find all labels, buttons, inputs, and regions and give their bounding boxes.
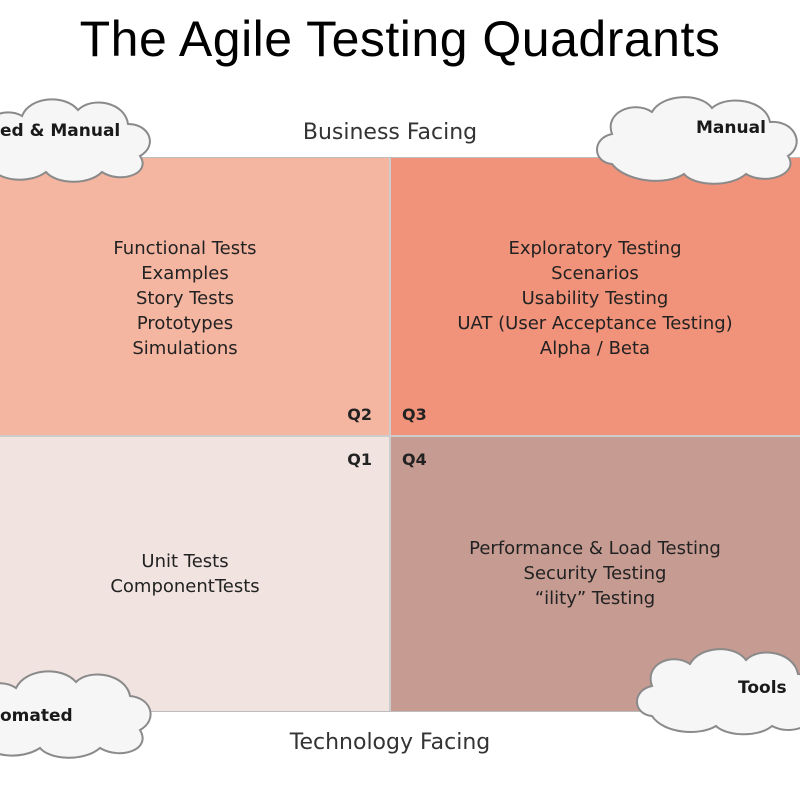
list-item: Story Tests	[135, 288, 235, 309]
diagram-title: The Agile Testing Quadrants	[79, 11, 721, 67]
quadrant-q1: Q1 Unit Tests ComponentTests	[0, 436, 390, 712]
cloud-label: Tools	[738, 678, 787, 698]
cloud-shape-icon	[0, 98, 151, 183]
quadrant-q1-label: Q1	[347, 450, 372, 469]
quadrant-q3-items: Exploratory Testing Scenarios Usability …	[390, 236, 800, 361]
list-item: Performance & Load Testing	[469, 538, 721, 559]
quadrant-q2: Functional Tests Examples Story Tests Pr…	[0, 158, 390, 436]
list-item: Unit Tests	[141, 551, 229, 572]
cloud-shape-icon	[596, 96, 798, 185]
quadrant-q4-items: Performance & Load Testing Security Test…	[390, 536, 800, 611]
list-item: Exploratory Testing	[508, 238, 682, 259]
cloud-bottom-right: Tools	[630, 642, 800, 738]
quadrant-q3-label: Q3	[402, 405, 427, 424]
diagram-bottom-border	[0, 711, 800, 712]
cloud-label: Manual	[696, 118, 766, 138]
list-item: Functional Tests	[113, 238, 257, 259]
cloud-shape-icon	[0, 670, 152, 759]
quadrant-q1-items: Unit Tests ComponentTests	[0, 549, 370, 599]
quadrant-q3: Exploratory Testing Scenarios Usability …	[390, 158, 800, 436]
list-item: Usability Testing	[521, 288, 669, 309]
list-item: Simulations	[132, 338, 238, 359]
cloud-shape-icon	[636, 648, 800, 736]
list-item: “ility” Testing	[534, 588, 656, 609]
horizontal-divider	[0, 435, 800, 437]
quadrant-q2-items: Functional Tests Examples Story Tests Pr…	[0, 236, 370, 361]
cloud-bottom-left: omated	[0, 658, 160, 762]
list-item: Scenarios	[551, 263, 639, 284]
list-item: UAT (User Acceptance Testing)	[457, 313, 733, 334]
list-item: Prototypes	[136, 313, 234, 334]
cloud-top-right: Manual	[590, 92, 800, 188]
cloud-label: omated	[0, 706, 73, 726]
axis-label-top: Business Facing	[302, 120, 478, 145]
diagram-top-border	[0, 157, 800, 158]
quadrant-q4-label: Q4	[402, 450, 427, 469]
list-item: Security Testing	[523, 563, 667, 584]
cloud-label: ed & Manual	[0, 121, 121, 141]
list-item: Examples	[141, 263, 229, 284]
axis-label-bottom: Technology Facing	[289, 730, 491, 755]
list-item: Alpha / Beta	[539, 338, 651, 359]
cloud-top-left: ed & Manual	[0, 88, 160, 188]
quadrant-q2-label: Q2	[347, 405, 372, 424]
list-item: ComponentTests	[110, 576, 260, 597]
